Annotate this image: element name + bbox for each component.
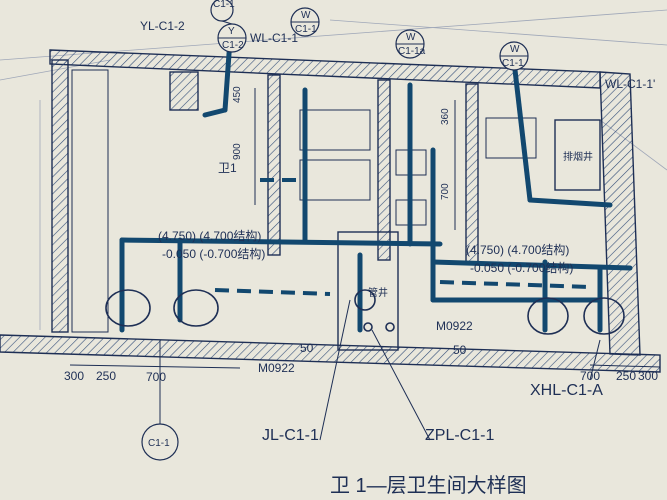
dim-250: 250: [96, 369, 116, 383]
zpl-label: ZPL-C1-1: [425, 427, 494, 444]
dim-700h: 700: [146, 370, 166, 384]
room-guanjing: 管井: [368, 286, 388, 299]
bottom-wall: [0, 334, 661, 373]
yl-shaft: [169, 71, 199, 111]
tag-c1-2-text: C1-2: [222, 40, 244, 51]
tag-w1-sub: C1-1: [295, 24, 317, 35]
dim-900: 900: [232, 143, 243, 160]
partition-3: [465, 83, 479, 265]
tag-w3-text: W: [510, 44, 520, 55]
tag-c1-1-top-text: C1-1: [213, 0, 235, 10]
pipe-shaft-box: [337, 231, 399, 351]
smoke-shaft: [554, 119, 601, 191]
partition-2: [377, 79, 391, 261]
jl-label: JL-C1-1: [262, 427, 319, 444]
dimension-lines: [69, 88, 661, 369]
right-drain: [430, 259, 633, 271]
room-wei1: 卫1: [218, 161, 237, 175]
door-right: M0922: [436, 319, 473, 333]
labels: C1-1 YL-C1-2 Y C1-2 WL-C1-1 W C1-1 W C1-…: [64, 0, 658, 497]
room-paiyan: 排烟井: [563, 150, 593, 163]
yl-c1-2-label: YL-C1-2: [140, 19, 185, 33]
xhl-label: XHL-C1-A: [530, 382, 603, 399]
tag-dividers: [159, 20, 601, 441]
drawing-title: 卫 1—层卫生间大样图: [330, 474, 527, 497]
w-riser-right: [512, 67, 533, 203]
walls: [0, 49, 661, 373]
left-room-strip: [71, 69, 109, 333]
left-column: [51, 59, 69, 333]
dim-50-left: 50: [300, 341, 314, 355]
elev-right-a: (4.750) (4.700结构): [466, 242, 569, 257]
dim-300: 300: [64, 369, 84, 383]
dim-450: 450: [232, 86, 243, 103]
elev-left-a: (4.750) (4.700结构): [158, 228, 261, 243]
dim-360: 360: [440, 108, 451, 125]
basin-1: [105, 289, 151, 327]
elev-right-b: -0.050 (-0.700结构): [470, 260, 573, 275]
dim-700r: 700: [580, 369, 600, 383]
wl-c1-1-label: WL-C1-1: [250, 31, 298, 45]
tag-w2-sub: C1-1a: [398, 46, 426, 57]
tag-w2-text: W: [406, 32, 416, 43]
tag-y-text: Y: [228, 26, 235, 37]
right-wall: [599, 71, 641, 356]
tag-c1-1-bottom-text: C1-1: [148, 438, 170, 449]
elev-left-b: -0.050 (-0.700结构): [162, 246, 265, 261]
dashed-pipes: [214, 178, 591, 296]
jl-dot: [363, 322, 373, 332]
basin-3: [527, 297, 569, 335]
w-branch-right: [527, 197, 613, 208]
tag-w1-text: W: [301, 10, 311, 21]
wl-c1-1-right-label: WL-C1-1': [605, 77, 655, 91]
zpl-dot: [385, 322, 395, 332]
basin-4: [583, 297, 625, 335]
tag-w3-sub: C1-1: [502, 58, 524, 69]
pipes: [119, 37, 633, 333]
main-drain-pipe: [119, 237, 443, 247]
basin-2: [173, 289, 219, 327]
stall-2: [299, 159, 371, 201]
partition-1: [267, 74, 281, 256]
door-left: M0922: [258, 361, 295, 375]
stall-1: [299, 109, 371, 151]
dim-700v: 700: [440, 183, 451, 200]
shaft-circle: [354, 289, 376, 311]
stall-3: [485, 117, 537, 159]
fixtures: [105, 289, 625, 335]
dim-300r: 300: [638, 369, 658, 383]
riser-tags: [141, 0, 529, 461]
y-branch: [202, 107, 228, 118]
dim-250r: 250: [616, 369, 636, 383]
dim-50-right: 50: [453, 343, 467, 357]
